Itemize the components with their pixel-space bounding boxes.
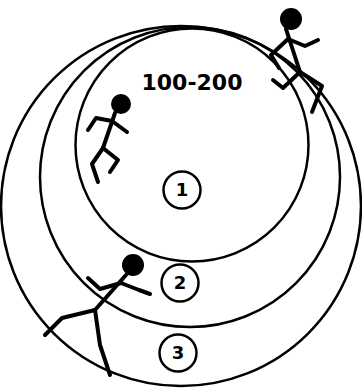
runner-top-right bbox=[271, 10, 322, 112]
circle-line bbox=[164, 172, 201, 209]
circle-line bbox=[160, 335, 197, 372]
circle-line bbox=[76, 29, 309, 262]
circle-line bbox=[162, 265, 199, 302]
zone-number-text: 2 bbox=[174, 273, 187, 293]
zone-number-text: 1 bbox=[176, 180, 189, 200]
outer-rings bbox=[1, 26, 361, 386]
zone-number-text: 3 bbox=[172, 343, 185, 363]
ring-two bbox=[40, 27, 340, 327]
runner-bottom-left bbox=[45, 256, 150, 375]
zone-number: 3 bbox=[158, 333, 198, 373]
start-circle: 100-200 1 bbox=[74, 27, 310, 263]
zone-number: 1 bbox=[162, 170, 202, 210]
circle-outline bbox=[74, 27, 310, 263]
zone-number: 2 bbox=[160, 263, 200, 303]
runner-figures bbox=[45, 10, 322, 375]
ring-three bbox=[1, 26, 361, 386]
runner-inner bbox=[88, 96, 129, 182]
distance-label: 100-200 bbox=[74, 71, 310, 95]
